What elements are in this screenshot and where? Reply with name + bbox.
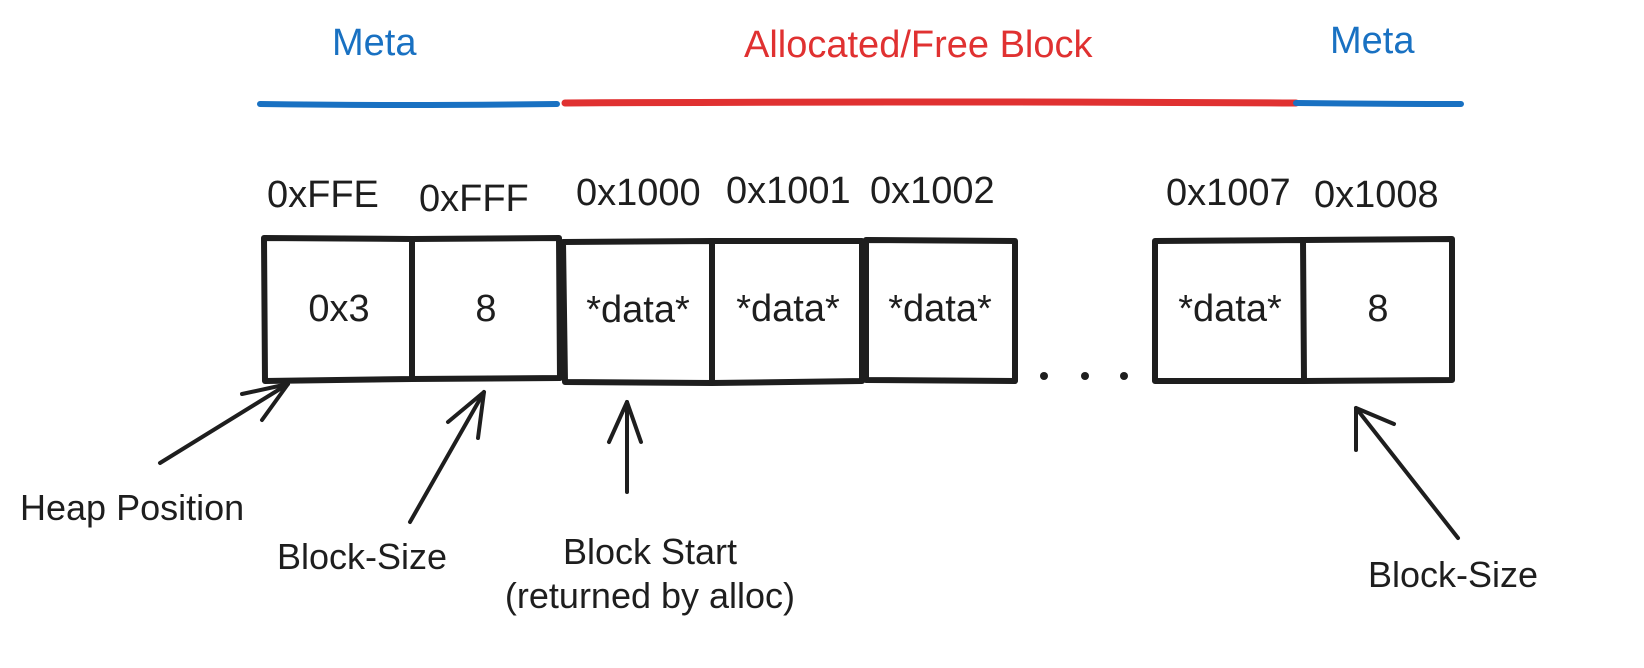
block-start-arrowhead — [607, 400, 643, 444]
address-label: 0xFFF — [419, 178, 529, 220]
cell-value: 0x3 — [308, 288, 370, 330]
block-start-label: Block Start — [562, 531, 738, 572]
heap-position-label: Heap Position — [20, 487, 245, 528]
memory-cell — [863, 237, 1018, 384]
block-header: Allocated/Free Block — [744, 24, 1093, 66]
cell-value: *data* — [586, 289, 690, 331]
meta-bar-left — [257, 101, 560, 108]
address-label: 0x1007 — [1166, 172, 1291, 214]
cell-value: *data* — [888, 288, 992, 330]
heap-position-arrow — [158, 382, 290, 465]
block-size-right-arrow — [1354, 406, 1460, 540]
block-bar — [561, 98, 1300, 107]
memory-cell — [411, 235, 563, 382]
block-size-left-arrowhead — [446, 390, 486, 440]
cell-value: *data* — [736, 288, 840, 330]
address-label: 0xFFE — [267, 174, 379, 216]
meta-header-left: Meta — [332, 22, 417, 64]
heap-position-arrowhead — [240, 382, 290, 422]
meta-bar-right — [1293, 100, 1464, 107]
block-size-left-label: Block-Size — [277, 536, 448, 577]
ellipsis-dots — [1040, 372, 1128, 380]
address-label: 0x1001 — [726, 170, 851, 212]
block-start-sublabel: (returned by alloc) — [504, 575, 796, 616]
memory-cell — [711, 238, 865, 386]
memory-cell — [1302, 236, 1455, 384]
cell-value: 8 — [1367, 288, 1389, 330]
cell-value: *data* — [1178, 288, 1282, 330]
block-size-right-label: Block-Size — [1368, 554, 1539, 595]
address-label: 0x1008 — [1314, 174, 1439, 216]
block-size-left-arrow — [408, 390, 486, 524]
meta-header-right: Meta — [1330, 20, 1415, 62]
block-size-right-arrowhead — [1354, 406, 1396, 452]
address-label: 0x1002 — [870, 170, 995, 212]
address-label: 0x1000 — [576, 172, 701, 214]
cell-value: 8 — [475, 288, 497, 330]
